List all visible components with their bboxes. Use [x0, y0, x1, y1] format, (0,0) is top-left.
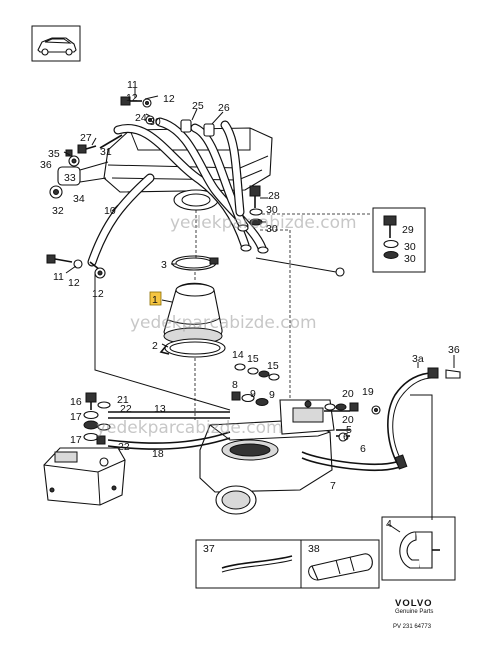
callout-30: 30: [404, 241, 416, 253]
callout-27: 27: [80, 132, 92, 144]
assembly-guide-lines: [94, 210, 372, 420]
callout-10: 10: [104, 205, 116, 217]
wheel-icon: [41, 48, 49, 56]
wheel-icon: [65, 48, 73, 56]
callout-3a: 3a: [412, 353, 424, 365]
callout-32: 32: [52, 205, 64, 217]
callout-11: 11: [53, 271, 64, 283]
callout-22: 22: [118, 441, 130, 453]
callout-16: 16: [70, 396, 82, 408]
callout-18: 18: [152, 448, 164, 460]
clamp-3: [171, 255, 219, 271]
bellows-1: [149, 282, 223, 345]
callout-12: 12: [92, 288, 104, 300]
callout-12: 12: [163, 93, 175, 105]
fasteners-left-middle: [46, 254, 345, 279]
callout-35: 35: [48, 148, 60, 160]
leader-lines: [63, 88, 455, 533]
detail-box-strips: [195, 539, 380, 589]
callout-5: 5: [346, 424, 352, 436]
clamp-2: [159, 338, 226, 358]
fasteners-right: [237, 185, 269, 254]
brand-subtitle: Genuine Parts: [395, 609, 433, 615]
brand-block: VOLVO Genuine Parts PV 231 64773: [393, 598, 433, 630]
callout-17: 17: [70, 411, 82, 423]
callout-15: 15: [267, 360, 279, 372]
callout-24: 24: [135, 112, 147, 124]
callout-28: 28: [268, 190, 280, 202]
watermark-text: yedekparcabizde.com: [170, 213, 357, 233]
callout-31: 31: [100, 146, 112, 158]
callout-11: 11: [127, 79, 138, 91]
callout-numbers: 11 12 12 25 26 24 30 27 35 31 36 33 34 3…: [40, 79, 460, 555]
throttle-housing: [199, 399, 335, 515]
callout-20: 20: [342, 414, 354, 426]
callout-30: 30: [404, 253, 416, 265]
highlight-marker: [149, 291, 162, 306]
callout-38: 38: [308, 543, 320, 555]
watermark-text: yedekparcabizde.com: [96, 418, 283, 438]
callout-29: 29: [402, 224, 414, 236]
callout-13: 13: [154, 403, 166, 415]
callout-30: 30: [266, 223, 278, 235]
callout-15: 15: [247, 353, 259, 365]
hose-set-lower: [107, 410, 403, 471]
callout-20: 20: [342, 388, 354, 400]
callout-8: 8: [232, 379, 238, 391]
callout-36: 36: [40, 159, 52, 171]
car-thumbnail: [31, 25, 81, 62]
callout-14: 14: [232, 349, 244, 361]
fasteners-left-top: [49, 96, 215, 199]
callout-26: 26: [218, 102, 230, 114]
hose-set-upper: [99, 117, 267, 253]
callout-12: 12: [126, 92, 138, 104]
callout-6: 6: [360, 443, 366, 455]
control-unit: [43, 447, 126, 506]
callout-30: 30: [149, 116, 161, 128]
callout-6: 6: [343, 431, 349, 443]
pipe-3a: [387, 367, 461, 520]
fasteners-left-lower: [83, 392, 111, 445]
callout-3: 3: [161, 259, 167, 271]
callout-25: 25: [192, 100, 204, 112]
callout-17: 17: [70, 434, 82, 446]
watermark-text: yedekparcabizde.com: [130, 313, 317, 333]
detail-box-bolt: [372, 207, 426, 273]
callout-9: 9: [269, 389, 275, 401]
callout-12: 12: [68, 277, 80, 289]
callout-1: 1: [152, 294, 158, 306]
hose-10: [87, 173, 155, 267]
watermark: yedekparcabizde.com yedekparcabizde.com …: [96, 213, 357, 438]
callout-30: 30: [266, 204, 278, 216]
callout-2: 2: [152, 340, 158, 352]
callout-7: 7: [330, 480, 336, 492]
callout-19: 19: [362, 386, 374, 398]
callout-33: 33: [64, 172, 76, 184]
fasteners-center: [231, 363, 280, 406]
callout-37: 37: [203, 543, 215, 555]
callout-9: 9: [250, 388, 256, 400]
callout-34: 34: [73, 193, 85, 205]
detail-box-clip: [381, 516, 456, 581]
drawing-reference: PV 231 64773: [393, 624, 432, 630]
brand-name: VOLVO: [395, 598, 433, 609]
callout-4: 4: [386, 518, 392, 530]
fasteners-right-lower: [324, 402, 381, 442]
callout-36: 36: [448, 344, 460, 356]
callout-21: 21: [117, 394, 129, 406]
callout-22: 22: [120, 403, 132, 415]
